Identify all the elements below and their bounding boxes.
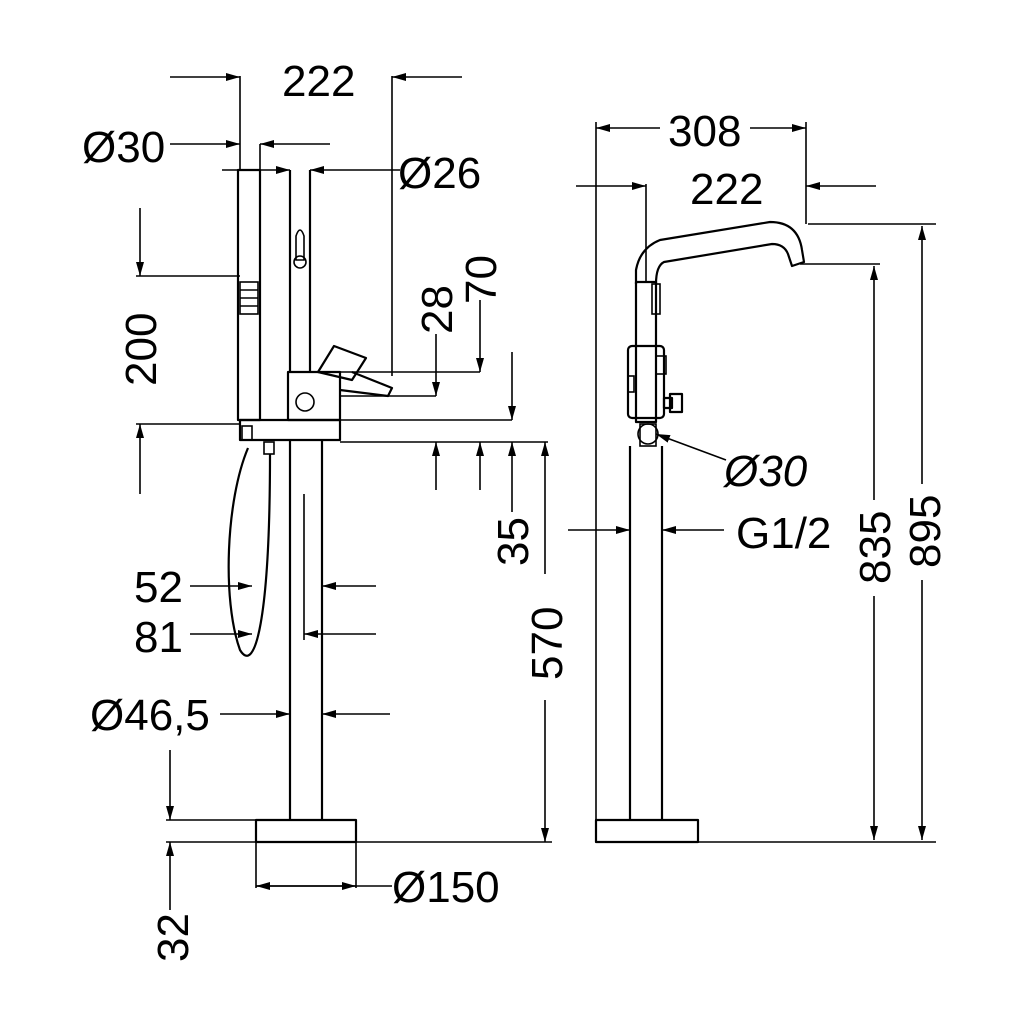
- front-dimensions: 222 Ø30 Ø26 200 28 70 35 5: [82, 57, 572, 962]
- dim-spout-diameter: Ø26: [398, 149, 481, 198]
- hand-shower-holder: [236, 168, 262, 422]
- dim-570: 570: [523, 607, 572, 680]
- hose: [227, 447, 272, 657]
- spout-aerator: [295, 229, 305, 261]
- dim-81: 81: [134, 613, 183, 662]
- dim-222-side: 222: [690, 165, 763, 214]
- side-base: [594, 818, 700, 844]
- dim-835: 835: [851, 511, 900, 584]
- spout-arm: [634, 220, 806, 285]
- mixer-body: [286, 370, 342, 422]
- dim-895: 895: [901, 495, 950, 568]
- dim-200: 200: [117, 313, 166, 386]
- collar: [238, 418, 342, 442]
- dim-308: 308: [668, 107, 741, 156]
- lever-handle: [316, 344, 368, 382]
- mixer-knob: [295, 392, 315, 412]
- dim-hand-shower-diameter: Ø30: [82, 123, 165, 172]
- hose-connector: [263, 441, 275, 455]
- dim-connector-diameter: Ø30: [722, 447, 808, 496]
- dim-70: 70: [457, 255, 506, 304]
- side-dimensions: 308 222 Ø30 G1/2 835 895: [568, 107, 950, 843]
- dim-thread: G1/2: [736, 509, 831, 558]
- dim-base-diameter: Ø150: [392, 863, 500, 912]
- side-handle: [668, 392, 684, 414]
- lever-grip: [339, 370, 394, 398]
- dim-28: 28: [413, 285, 462, 334]
- dim-32: 32: [149, 913, 198, 962]
- dim-column-diameter: Ø46,5: [90, 691, 210, 740]
- dim-35: 35: [489, 517, 538, 566]
- side-view: [594, 220, 806, 844]
- front-view: [227, 168, 394, 888]
- side-body: [634, 280, 658, 424]
- base-plate: [254, 818, 358, 844]
- dim-222-front: 222: [282, 57, 355, 106]
- dim-52: 52: [134, 563, 183, 612]
- side-connector: [637, 423, 659, 445]
